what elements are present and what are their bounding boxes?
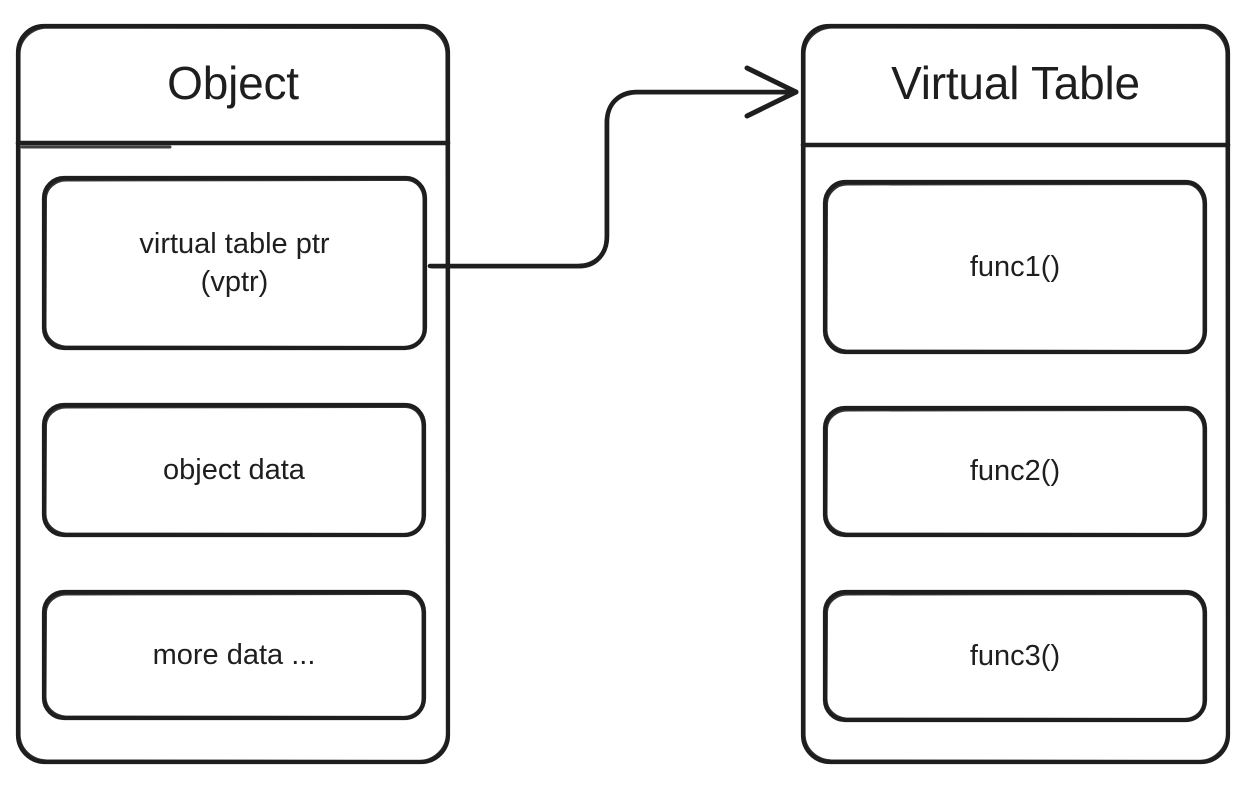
arrowhead-icon <box>744 65 799 95</box>
object-card-title: Object <box>167 57 299 109</box>
slot-func1-label: func1() <box>969 251 1061 283</box>
slot-func2-label: func2() <box>969 455 1061 487</box>
slot-more-data-label: more data ... <box>152 639 316 671</box>
slot-func3-label: func3() <box>969 640 1061 672</box>
slot-vptr-label: virtual table ptr (vptr) <box>139 228 330 298</box>
vtable-card-title: Virtual Table <box>891 57 1140 109</box>
slot-object-data-label: object data <box>163 454 305 486</box>
vptr-to-vtable-connector <box>427 65 799 269</box>
